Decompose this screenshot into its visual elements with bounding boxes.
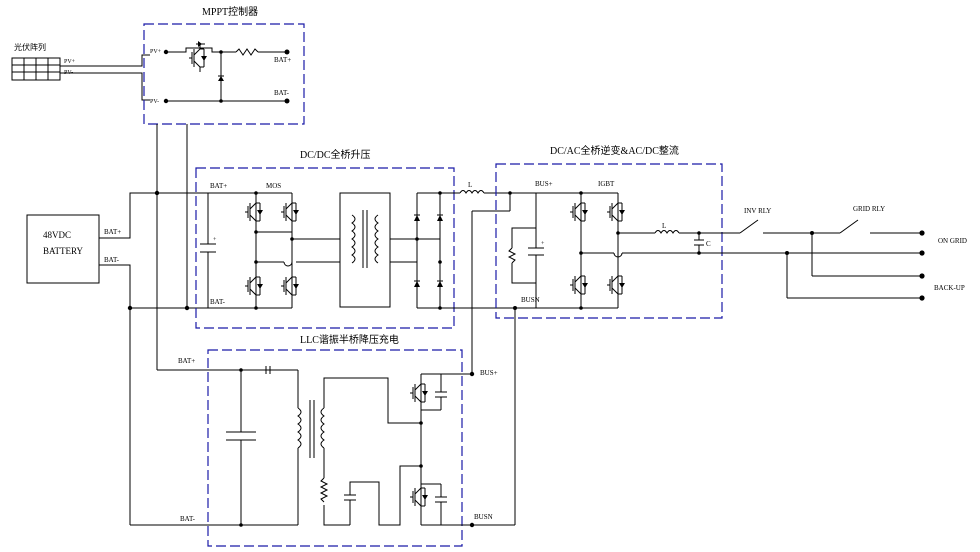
- llc-bat-plus-label: BAT+: [178, 357, 195, 365]
- battery-label-line2: BATTERY: [43, 246, 84, 256]
- battery-label-line1: 48VDC: [43, 230, 71, 240]
- inv-rly-label: INV RLY: [744, 207, 771, 215]
- battery-bat-minus-label: BAT-: [104, 256, 120, 264]
- mppt-pv-minus-label: PV-: [150, 99, 159, 105]
- inverter-bus-plus-label: BUS+: [535, 180, 553, 188]
- llc-title: LLC谐振半桥降压充电: [300, 333, 399, 346]
- back-up-label: BACK-UP: [934, 284, 965, 292]
- on-grid-label: ON GRID: [938, 237, 967, 245]
- llc-bat-minus-label: BAT-: [180, 515, 196, 523]
- inverter-busn-label: BUSN: [521, 296, 540, 304]
- relay-output-section: INV RLY GRID RLY ON GRID BACK-UP: [739, 205, 967, 301]
- battery-bat-plus-label: BAT+: [104, 228, 121, 236]
- dcdc-mos-label: MOS: [266, 182, 281, 190]
- inductor-l1-label: L: [468, 181, 472, 189]
- capacitor-c-label: C: [706, 240, 711, 248]
- svg-text:+: +: [541, 241, 545, 247]
- llc-bus-plus-label: BUS+: [480, 369, 498, 377]
- svg-text:+: +: [213, 237, 217, 243]
- dcdc-bat-minus-label: BAT-: [210, 298, 226, 306]
- mppt-title: MPPT控制器: [202, 5, 258, 18]
- inverter-title: DC/AC全桥逆变&AC/DC整流: [550, 144, 679, 157]
- llc-busn-label: BUSN: [474, 513, 493, 521]
- pv-array-label: 光伏阵列: [14, 42, 46, 52]
- pv-plus-label: PV+: [64, 59, 76, 65]
- mppt-controller: MPPT控制器 PV+ PV- BAT+ BAT-: [143, 5, 305, 125]
- mppt-pv-plus-label: PV+: [150, 49, 162, 55]
- battery-48vdc: 48VDC BATTERY BAT+ BAT-: [26, 214, 121, 284]
- inductor-l2-label: L: [662, 222, 666, 230]
- mppt-bat-minus-label: BAT-: [274, 89, 290, 97]
- dcdc-bat-plus-label: BAT+: [210, 182, 227, 190]
- inverter-igbt-label: IGBT: [598, 180, 615, 188]
- llc-resonant-half-bridge: LLC谐振半桥降压充电 BAT+ BAT- BUS+ BUSN: [130, 333, 515, 547]
- dcac-full-bridge-inverter: DC/AC全桥逆变&AC/DC整流 BUS+ IGBT BUSN + L: [495, 144, 787, 319]
- pv-array: 光伏阵列 PV+ PV-: [11, 42, 76, 81]
- mppt-bat-plus-label: BAT+: [274, 56, 291, 64]
- dcdc-full-bridge-boost: DC/DC全桥升压 BAT+ BAT- MOS +: [195, 148, 455, 329]
- grid-rly-label: GRID RLY: [853, 205, 885, 213]
- dcdc-title: DC/DC全桥升压: [300, 148, 371, 161]
